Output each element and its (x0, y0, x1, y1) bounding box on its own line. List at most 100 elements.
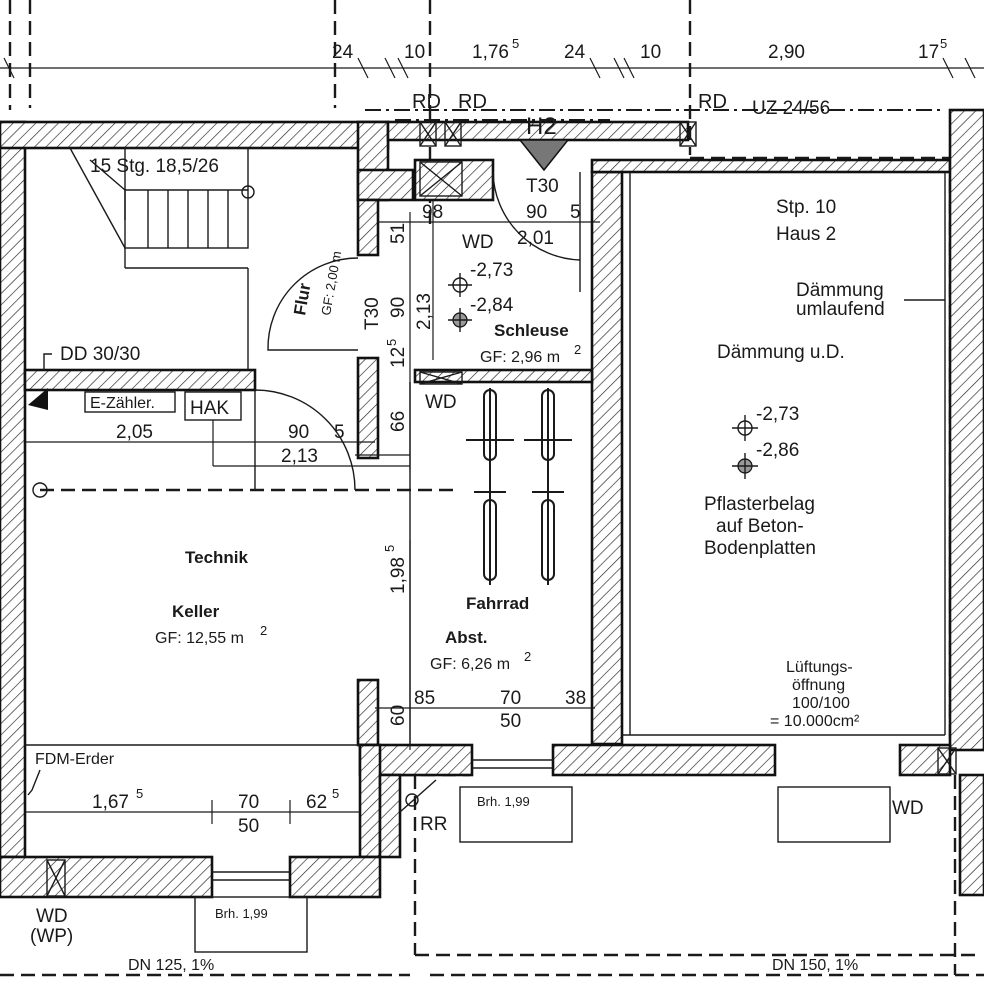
technik-dims (25, 420, 410, 467)
pipe-circle (32, 482, 48, 498)
uz-label: UZ 24/56 (752, 98, 830, 119)
dim-70b: 70 (238, 792, 259, 813)
lueftung-line4: = 10.000cm² (770, 713, 860, 730)
dim-12-sup: 5 (384, 339, 399, 346)
h2-label: H2 (526, 113, 557, 140)
t30-flur-label: T30 (362, 297, 383, 330)
bicycle-symbols (466, 388, 572, 585)
flur-name: Flur (290, 281, 314, 316)
dim-201: 2,01 (517, 228, 554, 249)
rd-markers (46, 121, 957, 897)
level-garage-1: -2,73 (756, 404, 799, 425)
dim-90a: 90 (526, 202, 547, 223)
dim-167-sup: 5 (136, 786, 143, 801)
wd-schleuse-label: WD (462, 232, 494, 253)
lueftung-line3: 100/100 (792, 695, 850, 712)
keller-bottom-dims (25, 800, 360, 824)
schleuse-name: Schleuse (494, 321, 569, 340)
schleuse-dims (355, 200, 600, 470)
dim-213v: 2,13 (414, 293, 435, 330)
hak-label: HAK (190, 398, 229, 419)
dim-85: 85 (414, 688, 435, 709)
level-schleuse-1: -2,73 (470, 260, 513, 281)
pflaster-line2: auf Beton- (716, 516, 804, 537)
keller-name: Keller (172, 602, 220, 621)
dim-top-10b: 10 (640, 42, 661, 63)
dim-62: 62 (306, 792, 327, 813)
dim-5b: 5 (334, 422, 345, 443)
dim-167: 1,67 (92, 792, 129, 813)
level-markers-schleuse (448, 273, 472, 332)
brh-label-2: Brh. 1,99 (215, 906, 268, 921)
dn-150-label: DN 150, 1% (772, 957, 858, 974)
keller-area-sup: 2 (260, 623, 267, 638)
dim-top-17: 17 (918, 42, 939, 63)
level-garage-2: -2,86 (756, 440, 799, 461)
wd-wp-label: WD (36, 906, 68, 927)
schleuse-area: GF: 2,96 m (480, 349, 560, 366)
dim-50a: 50 (500, 711, 521, 732)
dim-70a: 70 (500, 688, 521, 709)
dim-top-290: 2,90 (768, 42, 805, 63)
wd-right-label: WD (892, 798, 924, 819)
dim-62-sup: 5 (332, 786, 339, 801)
keller-area: GF: 12,55 m (155, 630, 244, 647)
flur-area: GF: 2,00 m (318, 250, 344, 317)
lueftung-line1: Lüftungs- (786, 659, 853, 676)
wd-wp-label-2: (WP) (30, 926, 73, 947)
dim-90b: 90 (288, 422, 309, 443)
dim-38: 38 (565, 688, 586, 709)
dim-90v: 90 (388, 297, 409, 318)
dim-top-176: 1,76 (472, 42, 509, 63)
dim-205: 2,05 (116, 422, 153, 443)
dim-198-sup: 5 (382, 545, 397, 552)
dim-top-176-sup: 5 (512, 36, 519, 51)
dim-top-24b: 24 (564, 42, 586, 63)
dim-top-10a: 10 (404, 42, 425, 63)
dim-5a: 5 (570, 202, 581, 223)
dim-60: 60 (388, 705, 409, 726)
abst-name: Abst. (445, 628, 488, 647)
daemmung-umlaufend-2: umlaufend (796, 299, 885, 320)
dim-213h: 2,13 (281, 446, 318, 467)
daemmung-ud: Dämmung u.D. (717, 342, 845, 363)
t30-top-label: T30 (526, 176, 559, 197)
daemmung-umlaufend-1: Dämmung (796, 280, 884, 301)
schleuse-area-sup: 2 (574, 342, 581, 357)
rr-marker (399, 779, 437, 813)
staircase: 15 Stg. 18,5/26 (69, 147, 255, 370)
stair-label: 15 Stg. 18,5/26 (90, 156, 219, 177)
dim-66: 66 (388, 411, 409, 432)
dim-top-17-sup: 5 (940, 36, 947, 51)
fdm-label: FDM-Erder (35, 751, 115, 768)
dim-51: 51 (388, 223, 409, 244)
pflaster-line3: Bodenplatten (704, 538, 816, 559)
abst-area-sup: 2 (524, 649, 531, 664)
level-markers-garage (732, 415, 758, 479)
dd-label: DD 30/30 (60, 344, 140, 365)
top-dimension-chain: 24 10 1,76 5 24 10 2,90 17 5 (0, 36, 984, 79)
dim-12: 12 (388, 347, 409, 368)
dd-marker (28, 353, 52, 410)
garage-haus: Haus 2 (776, 224, 836, 245)
e-zaehler-box (84, 391, 176, 413)
brh-label-1: Brh. 1,99 (477, 794, 530, 809)
rd-label-1: RD (412, 91, 441, 113)
lueftung-line2: öffnung (792, 677, 845, 694)
pflaster-line1: Pflasterbelag (704, 494, 815, 515)
rr-label: RR (420, 814, 447, 835)
dim-top-24a: 24 (332, 42, 354, 63)
fahrrad-name: Fahrrad (466, 594, 529, 613)
dim-50b: 50 (238, 816, 259, 837)
dim-198: 1,98 (388, 557, 409, 594)
h2-marker: H2 (518, 113, 570, 172)
garage-stp: Stp. 10 (776, 197, 836, 218)
level-schleuse-2: -2,84 (470, 295, 514, 316)
dim-98: 98 (422, 202, 443, 223)
dn-125-label: DN 125, 1% (128, 957, 214, 974)
walls (0, 108, 984, 899)
fdm-leader (27, 769, 41, 796)
wd-mid-label: WD (425, 392, 457, 413)
abst-dims (375, 540, 595, 750)
